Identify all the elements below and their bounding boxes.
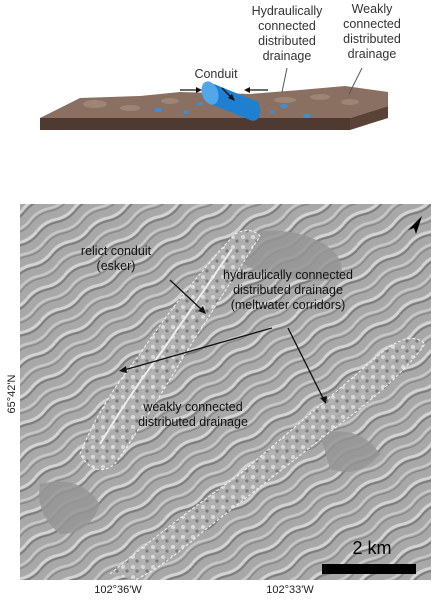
corridor-boundary-upper: [79, 230, 261, 471]
conduit-label: Conduit: [194, 67, 238, 81]
north-arrow-icon: [408, 216, 422, 234]
map-leader-lines: [119, 279, 327, 404]
hydraulic-map-line: distributed drainage: [233, 283, 343, 297]
weak-drainage-label: weakly connected distributed drainage: [108, 400, 278, 430]
ground-front-face: [40, 118, 350, 130]
ground-texture: [83, 94, 359, 111]
hydraulic-label-top: Hydraulically connected distributed drai…: [228, 4, 346, 64]
hillshade-map-graphic: [20, 204, 431, 580]
block-diagram-graphic: [40, 67, 388, 130]
hydraulic-corridor-label: hydraulically connected distributed drai…: [208, 268, 368, 313]
corridor-boundary-lower: [109, 337, 426, 580]
longitude-label-east: 102°33'W: [266, 584, 314, 596]
weak-label-line: distributed: [343, 32, 401, 46]
esker-ridge: [99, 248, 233, 445]
weak-map-line: distributed drainage: [138, 415, 248, 429]
hydraulic-map-line: hydraulically connected: [223, 268, 353, 282]
weak-label-top: Weakly connected distributed drainage: [332, 2, 412, 62]
weak-leader-line: [348, 67, 363, 95]
hydraulic-label-line: distributed: [258, 34, 316, 48]
relict-label-line: relict conduit: [80, 244, 152, 258]
conduit-cylinder: [201, 81, 261, 121]
water-pockets: [154, 102, 311, 118]
scale-bar: [322, 564, 416, 574]
flow-arrows: [180, 87, 268, 101]
latitude-label: 65°42'N: [6, 374, 18, 414]
relict-conduit-label: relict conduit (esker): [56, 244, 176, 274]
meltwater-corridor-lower: [110, 338, 425, 580]
scale-bar-label: 2 km: [352, 538, 392, 558]
hydraulic-label-line: Hydraulically: [251, 4, 323, 18]
weak-label-line: drainage: [347, 47, 397, 61]
hillshade-map: relict conduit (esker) hydraulically con…: [20, 204, 431, 580]
longitude-label-west: 102°36'W: [94, 584, 142, 596]
relict-label-line: (esker): [96, 259, 136, 273]
meltwater-corridor-upper: [80, 230, 260, 470]
weak-label-line: connected: [343, 17, 401, 31]
hydraulic-label-line: connected: [258, 19, 316, 33]
weak-label-line: Weakly: [351, 2, 393, 16]
hydraulic-leader-line: [281, 67, 288, 93]
drainage-block-diagram: Conduit Hydraulically connected distribu…: [0, 0, 441, 160]
hydraulic-map-line: (meltwater corridors): [230, 298, 346, 312]
hydraulic-label-line: drainage: [262, 49, 312, 63]
weak-map-line: weakly connected: [143, 400, 243, 414]
